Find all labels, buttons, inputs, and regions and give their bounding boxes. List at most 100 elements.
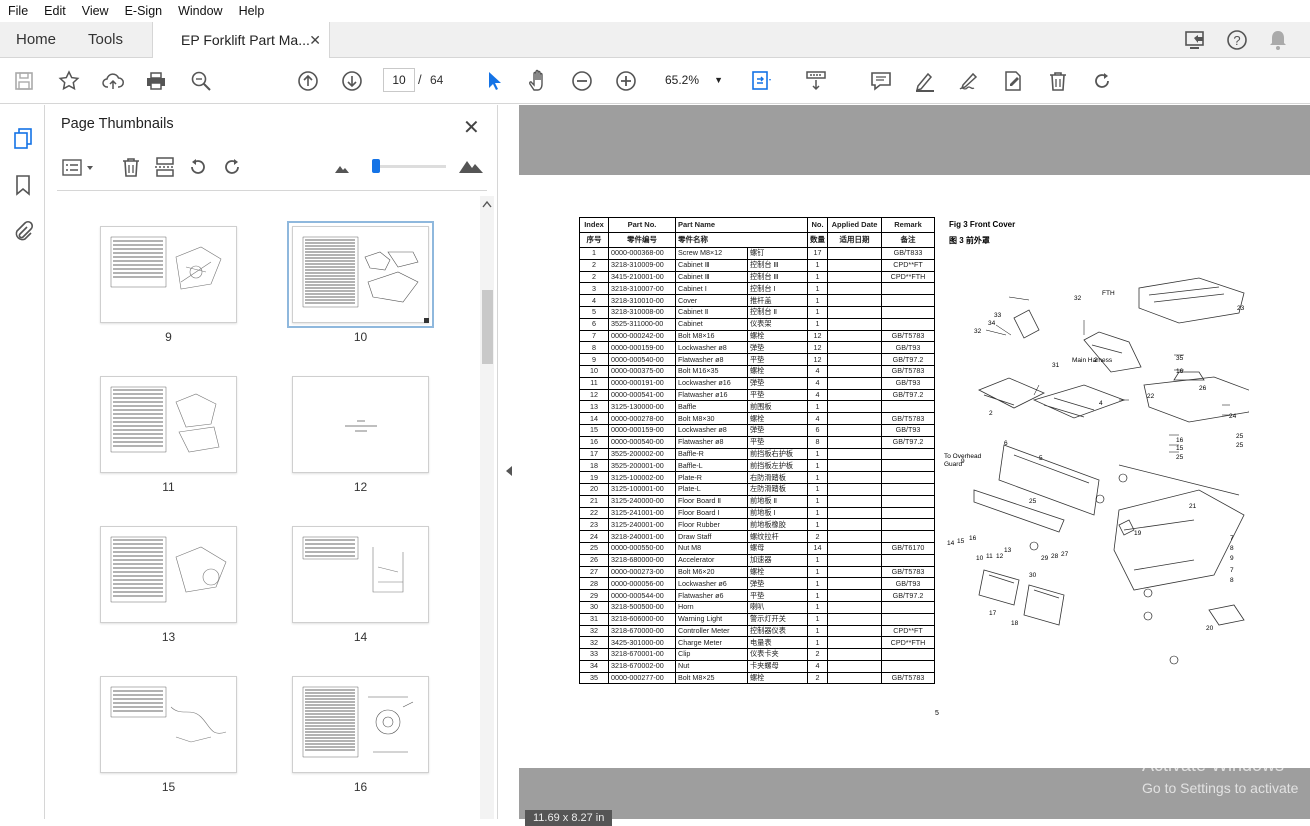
scrollbar-thumb[interactable] bbox=[482, 290, 493, 364]
menu-esign[interactable]: E-Sign bbox=[124, 4, 163, 18]
collapse-panel-icon[interactable] bbox=[505, 465, 513, 477]
delete-trash-icon[interactable] bbox=[1046, 69, 1070, 93]
bookmarks-icon[interactable] bbox=[11, 173, 35, 197]
panel-splitter[interactable] bbox=[497, 105, 519, 819]
cell-part-name: Lockwasher ø8 bbox=[675, 423, 748, 437]
cell-qty: 2 bbox=[807, 530, 828, 543]
menu-file[interactable]: File bbox=[8, 4, 29, 18]
previous-page-icon[interactable] bbox=[296, 69, 320, 93]
scrolling-mode-icon[interactable] bbox=[804, 69, 828, 93]
save-icon[interactable] bbox=[12, 69, 36, 93]
thumbnail-page-14[interactable] bbox=[292, 526, 429, 623]
cell-applied-date bbox=[827, 412, 882, 425]
tab-document[interactable]: EP Forklift Part Ma... ✕ bbox=[152, 22, 330, 59]
comment-icon[interactable] bbox=[869, 69, 893, 93]
menu-window[interactable]: Window bbox=[178, 4, 223, 18]
page-thumbnails-icon[interactable] bbox=[11, 126, 35, 150]
cell-remark: GB/T93 bbox=[881, 341, 935, 355]
cell-remark: GB/T93 bbox=[881, 423, 935, 437]
redo-rotate-icon[interactable] bbox=[1090, 69, 1114, 93]
fill-sign-icon[interactable] bbox=[1001, 69, 1025, 93]
svg-text:34: 34 bbox=[988, 320, 996, 327]
fit-page-icon[interactable] bbox=[750, 69, 774, 93]
cell-part-no: 3218-670002-00 bbox=[608, 659, 676, 673]
cell-applied-date bbox=[827, 624, 882, 638]
header-remark-cn: 备注 bbox=[881, 232, 935, 248]
cell-part-name: Accelerator bbox=[675, 553, 748, 567]
cell-qty: 4 bbox=[807, 659, 828, 673]
cell-part-name: Bolt M6×20 bbox=[675, 565, 748, 579]
help-icon[interactable]: ? bbox=[1225, 28, 1249, 52]
bookmark-star-icon[interactable] bbox=[57, 69, 81, 93]
close-panel-icon[interactable]: ✕ bbox=[463, 117, 480, 139]
svg-text:25: 25 bbox=[1176, 454, 1184, 461]
menu-view[interactable]: View bbox=[81, 4, 109, 18]
cell-index: 18 bbox=[579, 459, 609, 473]
cell-part-no: 0000-000159-00 bbox=[608, 423, 676, 437]
cell-index: 20 bbox=[579, 482, 609, 496]
tab-bar: Home Tools EP Forklift Part Ma... ✕ ? bbox=[0, 22, 1310, 59]
cell-part-name-cn: 平垫 bbox=[746, 353, 809, 366]
options-menu-icon[interactable] bbox=[61, 157, 97, 179]
tab-home[interactable]: Home bbox=[16, 31, 57, 48]
cell-part-name: Charge Meter bbox=[675, 636, 748, 650]
thumbnail-page-11[interactable] bbox=[100, 376, 237, 473]
rotate-left-icon[interactable] bbox=[186, 155, 210, 179]
close-tab-icon[interactable]: ✕ bbox=[309, 32, 321, 48]
thumbnail-page-13[interactable] bbox=[100, 526, 237, 623]
document-viewer[interactable]: Index Part No. Part Name No. Applied Dat… bbox=[519, 105, 1310, 826]
page-preview bbox=[302, 536, 404, 593]
notification-bell-icon[interactable] bbox=[1266, 28, 1290, 52]
menu-edit[interactable]: Edit bbox=[44, 4, 66, 18]
cell-applied-date bbox=[827, 447, 882, 461]
thumbnail-page-9[interactable] bbox=[100, 226, 237, 323]
thumbnail-page-10[interactable] bbox=[287, 221, 434, 328]
attachments-paperclip-icon[interactable] bbox=[11, 219, 35, 243]
svg-text:14: 14 bbox=[947, 540, 955, 547]
thumbnail-page-12[interactable] bbox=[292, 376, 429, 473]
cell-remark bbox=[881, 305, 935, 319]
page-number-input[interactable]: 10 bbox=[383, 68, 415, 92]
cell-index: 21 bbox=[579, 494, 609, 508]
slider-knob[interactable] bbox=[372, 159, 380, 173]
print-icon[interactable] bbox=[144, 69, 168, 93]
zoom-out-icon[interactable] bbox=[570, 69, 594, 93]
cell-qty: 4 bbox=[807, 388, 828, 402]
svg-text:28: 28 bbox=[1051, 553, 1059, 560]
header-applied-date-cn: 适用日期 bbox=[827, 232, 882, 248]
cell-index: 4 bbox=[579, 294, 609, 307]
cell-index: 23 bbox=[579, 518, 609, 532]
svg-text:25: 25 bbox=[1236, 442, 1244, 449]
rotate-right-icon[interactable] bbox=[220, 155, 244, 179]
draw-signature-icon[interactable] bbox=[957, 69, 981, 93]
insert-page-icon[interactable] bbox=[153, 155, 177, 179]
select-cursor-icon[interactable] bbox=[482, 69, 506, 93]
upload-cloud-icon[interactable] bbox=[101, 69, 125, 93]
next-page-icon[interactable] bbox=[340, 69, 364, 93]
hand-tool-icon[interactable] bbox=[526, 69, 550, 93]
cell-part-no: 0000-000056-00 bbox=[608, 577, 676, 591]
thumbnail-size-slider[interactable] bbox=[372, 159, 446, 173]
scroll-up-icon[interactable] bbox=[482, 200, 492, 208]
highlight-pen-icon[interactable] bbox=[913, 69, 937, 93]
header-part-name-cn: 零件名称 bbox=[675, 232, 808, 248]
thumbnail-page-16[interactable] bbox=[292, 676, 429, 773]
cell-part-name: Cover bbox=[675, 294, 748, 307]
tab-tools[interactable]: Tools bbox=[88, 31, 124, 48]
cell-applied-date bbox=[827, 530, 882, 543]
svg-text:20: 20 bbox=[1206, 625, 1214, 632]
menu-help[interactable]: Help bbox=[238, 4, 265, 18]
cell-part-name: Clip bbox=[675, 648, 748, 661]
cell-qty: 1 bbox=[807, 471, 828, 484]
zoom-search-icon[interactable] bbox=[189, 69, 213, 93]
zoom-level-select[interactable]: 65.2%▼ bbox=[659, 68, 727, 92]
thumbnail-scrollbar[interactable] bbox=[480, 196, 494, 819]
share-screen-icon[interactable] bbox=[1184, 28, 1208, 52]
cell-remark: GB/T97.2 bbox=[881, 353, 935, 366]
zoom-in-icon[interactable] bbox=[614, 69, 638, 93]
thumbnail-page-15[interactable] bbox=[100, 676, 237, 773]
delete-page-icon[interactable] bbox=[119, 155, 143, 179]
